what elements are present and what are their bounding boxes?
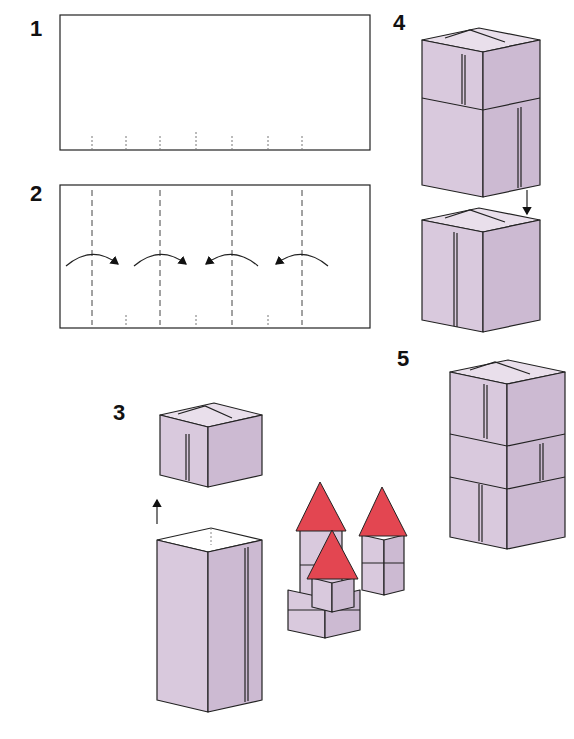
step-number: 2 <box>30 183 42 205</box>
step-number: 4 <box>393 12 405 34</box>
step-number: 1 <box>30 18 42 40</box>
step-number: 5 <box>397 348 409 370</box>
step-number: 3 <box>113 402 125 424</box>
